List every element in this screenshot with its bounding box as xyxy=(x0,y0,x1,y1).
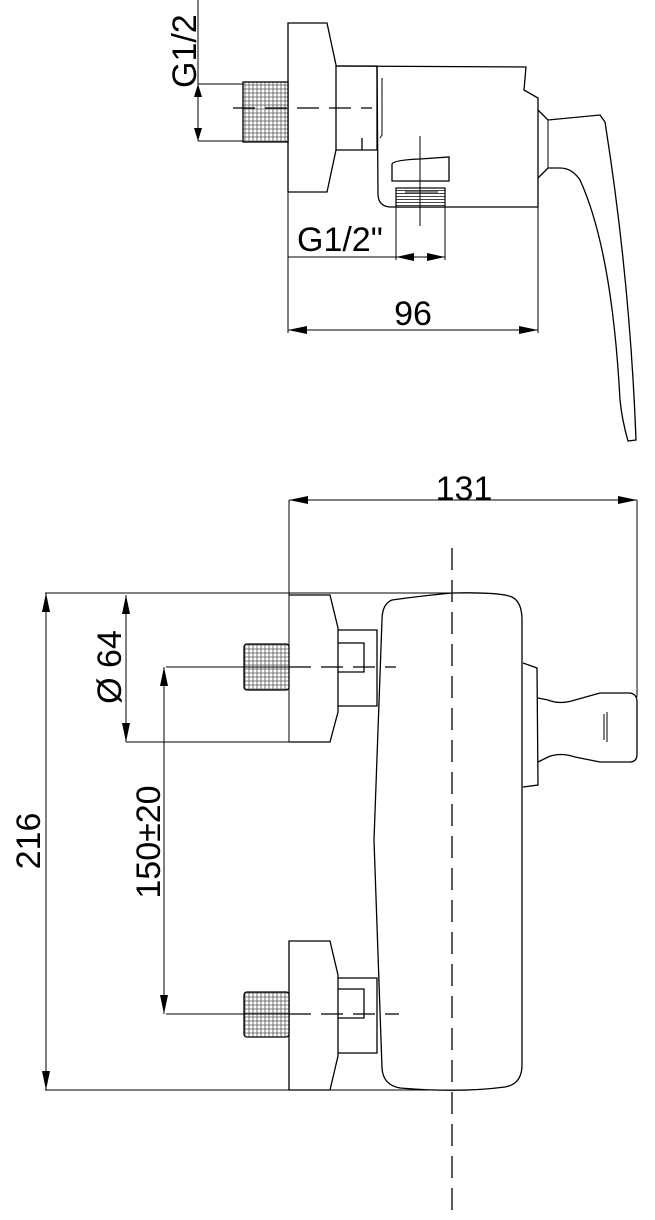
lever-handle xyxy=(537,109,637,442)
arrow-icon xyxy=(618,496,637,504)
arrow-icon xyxy=(519,326,538,334)
body-outline xyxy=(336,65,539,208)
arrow-icon xyxy=(160,995,168,1014)
outlet-thread-label: G1/2" xyxy=(297,221,383,259)
outlet-centerline xyxy=(405,136,438,226)
lower-connector xyxy=(338,977,378,1054)
arrow-icon xyxy=(288,326,307,334)
overall-depth-label: 131 xyxy=(436,470,493,508)
upper-flange xyxy=(289,594,339,743)
mixer-body xyxy=(373,592,523,1091)
handle-knob xyxy=(537,692,638,763)
overall-depth-dim-line xyxy=(288,499,638,742)
overall-height-label: 216 xyxy=(10,813,48,870)
inlet-thread-label: G1/2 xyxy=(166,14,204,88)
arrow-icon xyxy=(289,496,308,504)
front-view: 131 216 Ø 64 150±20 xyxy=(10,470,638,1220)
arrow-icon xyxy=(122,723,130,742)
inlet-spacing-label: 150±20 xyxy=(130,785,168,898)
arrow-icon xyxy=(160,667,168,686)
arrow-icon xyxy=(122,595,130,614)
handle-plate xyxy=(522,662,539,788)
upper-connector xyxy=(338,629,378,707)
arrow-icon xyxy=(194,84,202,97)
depth-label: 96 xyxy=(394,295,432,333)
arrow-icon xyxy=(42,593,50,612)
lower-flange xyxy=(288,940,339,1091)
inlet-thread-dim-line xyxy=(197,0,243,142)
outlet-cap xyxy=(391,156,450,182)
body-inner-line xyxy=(379,78,383,139)
arrow-icon xyxy=(396,253,414,261)
outlet-thread-dim-line xyxy=(288,207,446,260)
depth-dim-line xyxy=(287,192,539,333)
arrow-icon xyxy=(427,253,445,261)
inlet-thread xyxy=(242,81,289,143)
flange-diameter-dim-line xyxy=(125,595,330,743)
handle-marker xyxy=(603,712,608,742)
flange-diameter-label: Ø 64 xyxy=(91,630,129,704)
arrow-icon xyxy=(42,1071,50,1090)
arrow-icon xyxy=(194,128,202,141)
side-view: G1/2 G1/2" 96 xyxy=(166,0,637,442)
overall-height-dim-line xyxy=(45,592,455,1091)
